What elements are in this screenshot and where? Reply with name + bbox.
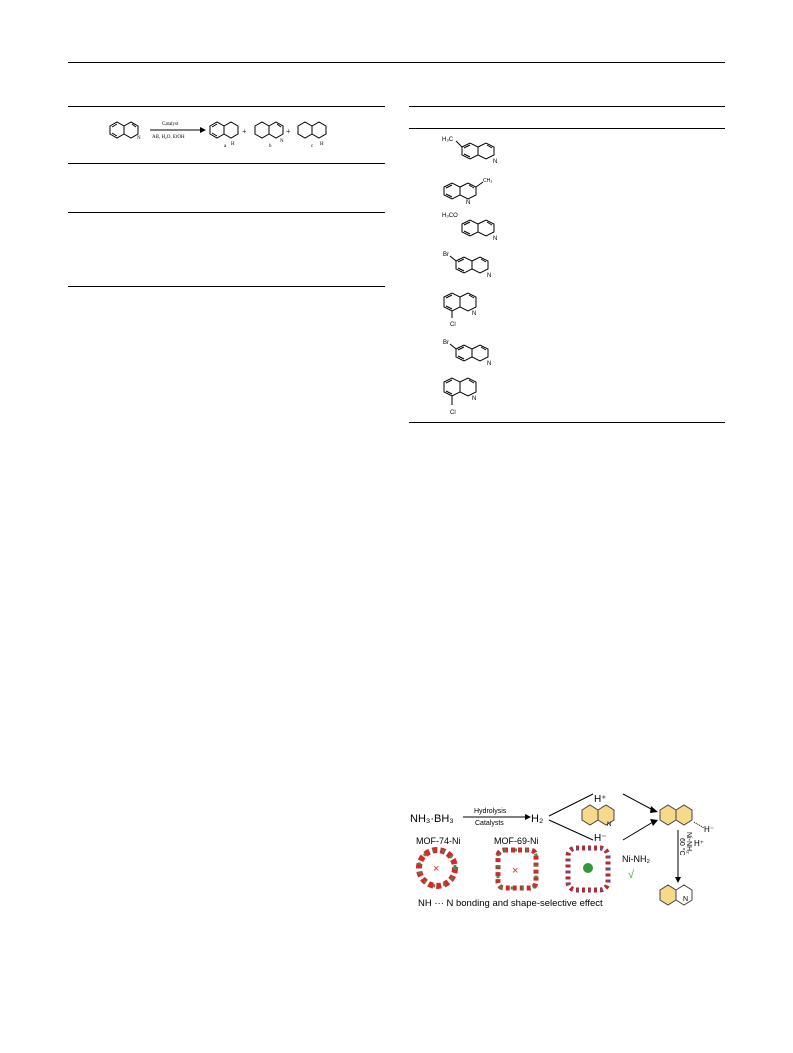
header-rule [68, 62, 725, 63]
mof74-label: MOF-74-Ni [416, 836, 461, 846]
product-c-label: c [311, 144, 314, 149]
reagent-top: Catalyst [162, 122, 179, 127]
substrate-5-n: N [472, 311, 476, 317]
right-h-minus: H⁻ [704, 825, 714, 834]
substrate-2: CH₃ N [443, 178, 492, 205]
product-b-label: b [269, 144, 272, 149]
table2-rule-2 [409, 128, 725, 129]
nh3bh3-label: NH₃·BH₃ [410, 813, 454, 825]
reactant-n-label: N [137, 136, 141, 141]
table2-bottom-rule [409, 422, 725, 423]
check-mark: √ [628, 869, 635, 881]
ni-nh2-vertical: Ni-NH₂ [685, 832, 692, 854]
temp-label: 60 °C [678, 838, 686, 856]
substrate-6-sub: Br [443, 340, 449, 346]
substrate-1-sub: H₃C [442, 137, 454, 143]
ni-nh2-structure [565, 845, 611, 893]
h-minus-label: H⁻ [594, 833, 607, 844]
plus-2: + [286, 127, 291, 136]
substrate-1: H₃C N [442, 137, 497, 165]
mechanism-caption: NH ··· N bonding and shape-selective eff… [418, 898, 603, 909]
product-n: N [683, 896, 688, 903]
mechanism-figure: NH₃·BH₃ Hydrolysis Catalysts H₂ H⁺ H⁻ N … [410, 793, 714, 909]
mof74-structure [416, 847, 458, 889]
substrate-4: Br N [443, 252, 491, 279]
reaction-scheme: N Catalyst AB, H₂O, EtOH a H + b N + c H [109, 121, 327, 149]
table1-rule-3 [68, 212, 385, 213]
substrate-5: Cl N [443, 292, 477, 328]
product-a-h: H [231, 142, 235, 147]
substrate-3-sub: H₃CO [442, 213, 458, 219]
substrate-3: H₃CO N [442, 213, 497, 242]
substrate-4-n: N [487, 273, 491, 279]
mof69-label: MOF-69-Ni [494, 836, 539, 846]
substrate-7-n: N [472, 396, 476, 402]
hydrolysis-label: Hydrolysis [474, 808, 507, 815]
table2-top-rule [409, 106, 725, 107]
substrate-1-n: N [493, 159, 497, 165]
table1-bottom-rule [68, 286, 385, 287]
plus-1: + [242, 127, 247, 136]
catalysts-label: Catalysts [475, 820, 504, 827]
substrate-5-sub: Cl [450, 322, 456, 328]
substrate-4-sub: Br [443, 252, 449, 258]
product-c-h: H [320, 142, 324, 147]
reagent-bottom: AB, H₂O, EtOH [152, 135, 185, 140]
substrate-2-sub: CH₃ [483, 178, 492, 184]
substrate-6: Br N [443, 340, 491, 367]
product-b-n: N [280, 139, 284, 144]
product-a-label: a [224, 144, 227, 149]
substrate-3-n: N [493, 236, 497, 242]
mof69-cross: × [512, 865, 518, 877]
ni-nh2-label: Ni-NH₂ [622, 854, 650, 864]
mid-quinoline-n: N [607, 822, 611, 828]
table1-rule-2 [68, 163, 385, 164]
mof74-cross: × [433, 863, 439, 875]
table1-top-rule [68, 106, 385, 107]
substrate-7: Cl N [443, 377, 477, 416]
h-plus-label: H⁺ [594, 794, 607, 805]
substrate-6-n: N [487, 361, 491, 367]
substrate-7-sub: Cl [450, 410, 456, 416]
h2-label: H₂ [531, 813, 543, 825]
mof69-structure [495, 847, 539, 891]
right-h-plus: H⁺ [694, 839, 704, 848]
substrate-2-n: N [466, 200, 470, 205]
